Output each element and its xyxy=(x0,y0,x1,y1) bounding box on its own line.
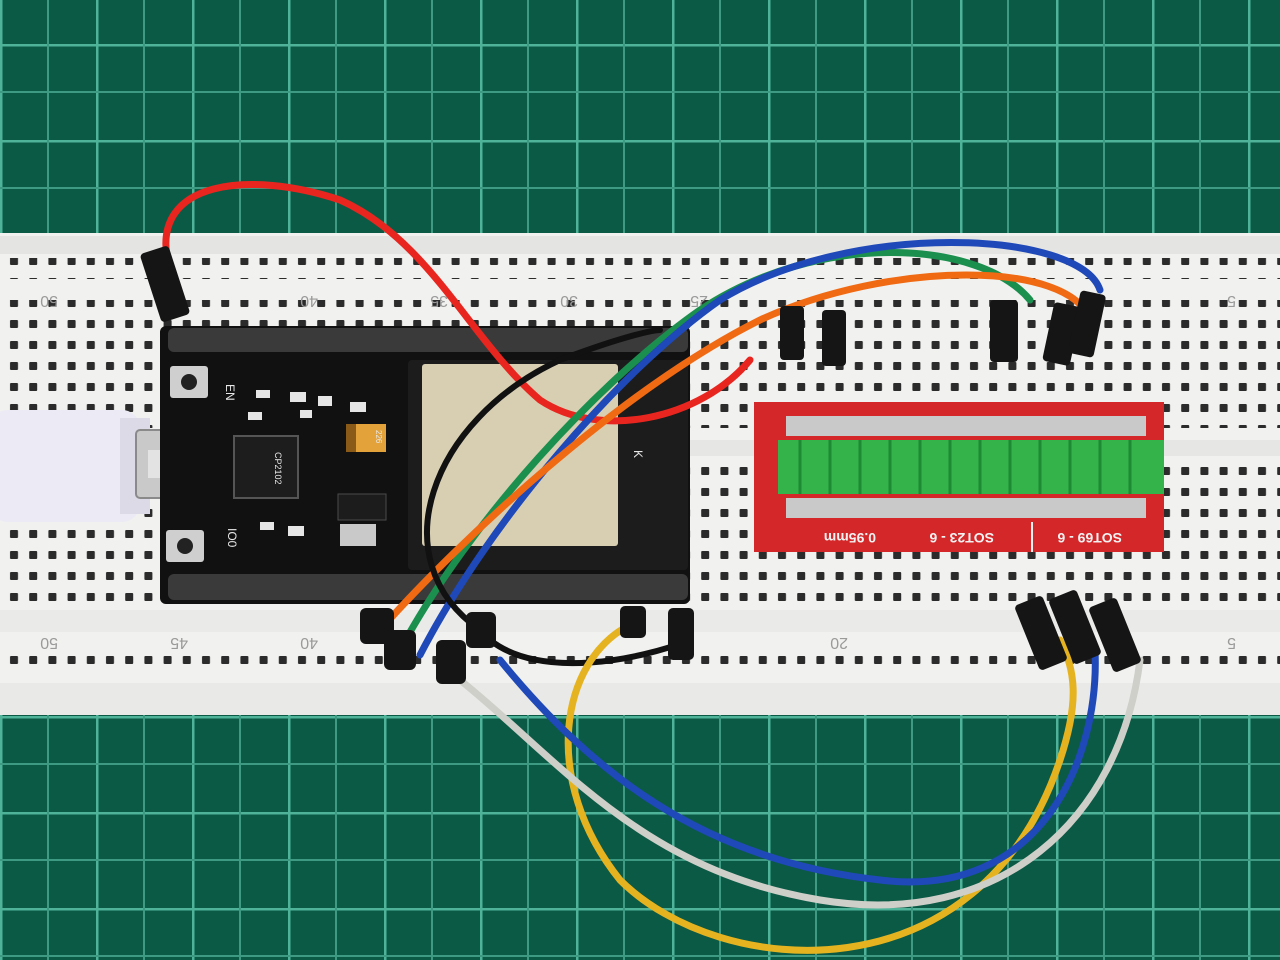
black-wire xyxy=(424,327,663,633)
bb-number-40: 40 xyxy=(300,292,318,309)
bb-number-45-bottom: 45 xyxy=(170,634,188,651)
cap-label: 226 xyxy=(374,430,383,444)
bb-number-30: 30 xyxy=(560,292,578,309)
jumper-connectors xyxy=(140,246,1141,684)
chip-label: CP2102 xyxy=(273,452,283,485)
bb-number-20-bottom: 20 xyxy=(830,634,848,651)
jumper-wires xyxy=(162,181,1144,954)
bb-number-50: 50 xyxy=(40,292,58,309)
bb-number-35: 35 xyxy=(430,292,448,309)
orange-wire xyxy=(376,271,1094,634)
bb-number-5: 5 xyxy=(1227,292,1236,309)
white-wire xyxy=(456,656,1144,909)
usb-uart-chip xyxy=(233,435,299,499)
sot-adapter-board: 0.95mm SOT23 - 6 SOT69 - 6 xyxy=(754,402,1164,552)
boot-label: IO0 xyxy=(225,528,239,548)
module-mark: K xyxy=(631,450,645,458)
bb-number-50-bottom: 50 xyxy=(40,634,58,651)
module-shield xyxy=(422,364,618,546)
blue-wire-bottom xyxy=(496,646,1099,886)
adapter-label-sot69: SOT69 - 6 xyxy=(1057,530,1122,546)
adapter-label-pitch: 0.95mm xyxy=(824,530,876,546)
adapter-pins xyxy=(778,440,1164,494)
adapter-label-sot23: SOT23 - 6 xyxy=(929,530,994,546)
blue-wire xyxy=(416,239,1104,659)
yellow-wire xyxy=(564,621,1077,954)
esp32-board: EN IO0 CP2102 226 K xyxy=(160,326,690,604)
en-label: EN xyxy=(223,384,237,401)
red-wire xyxy=(162,181,754,425)
bb-number-40-bottom: 40 xyxy=(300,634,318,651)
bb-number-5-bottom: 5 xyxy=(1227,634,1236,651)
